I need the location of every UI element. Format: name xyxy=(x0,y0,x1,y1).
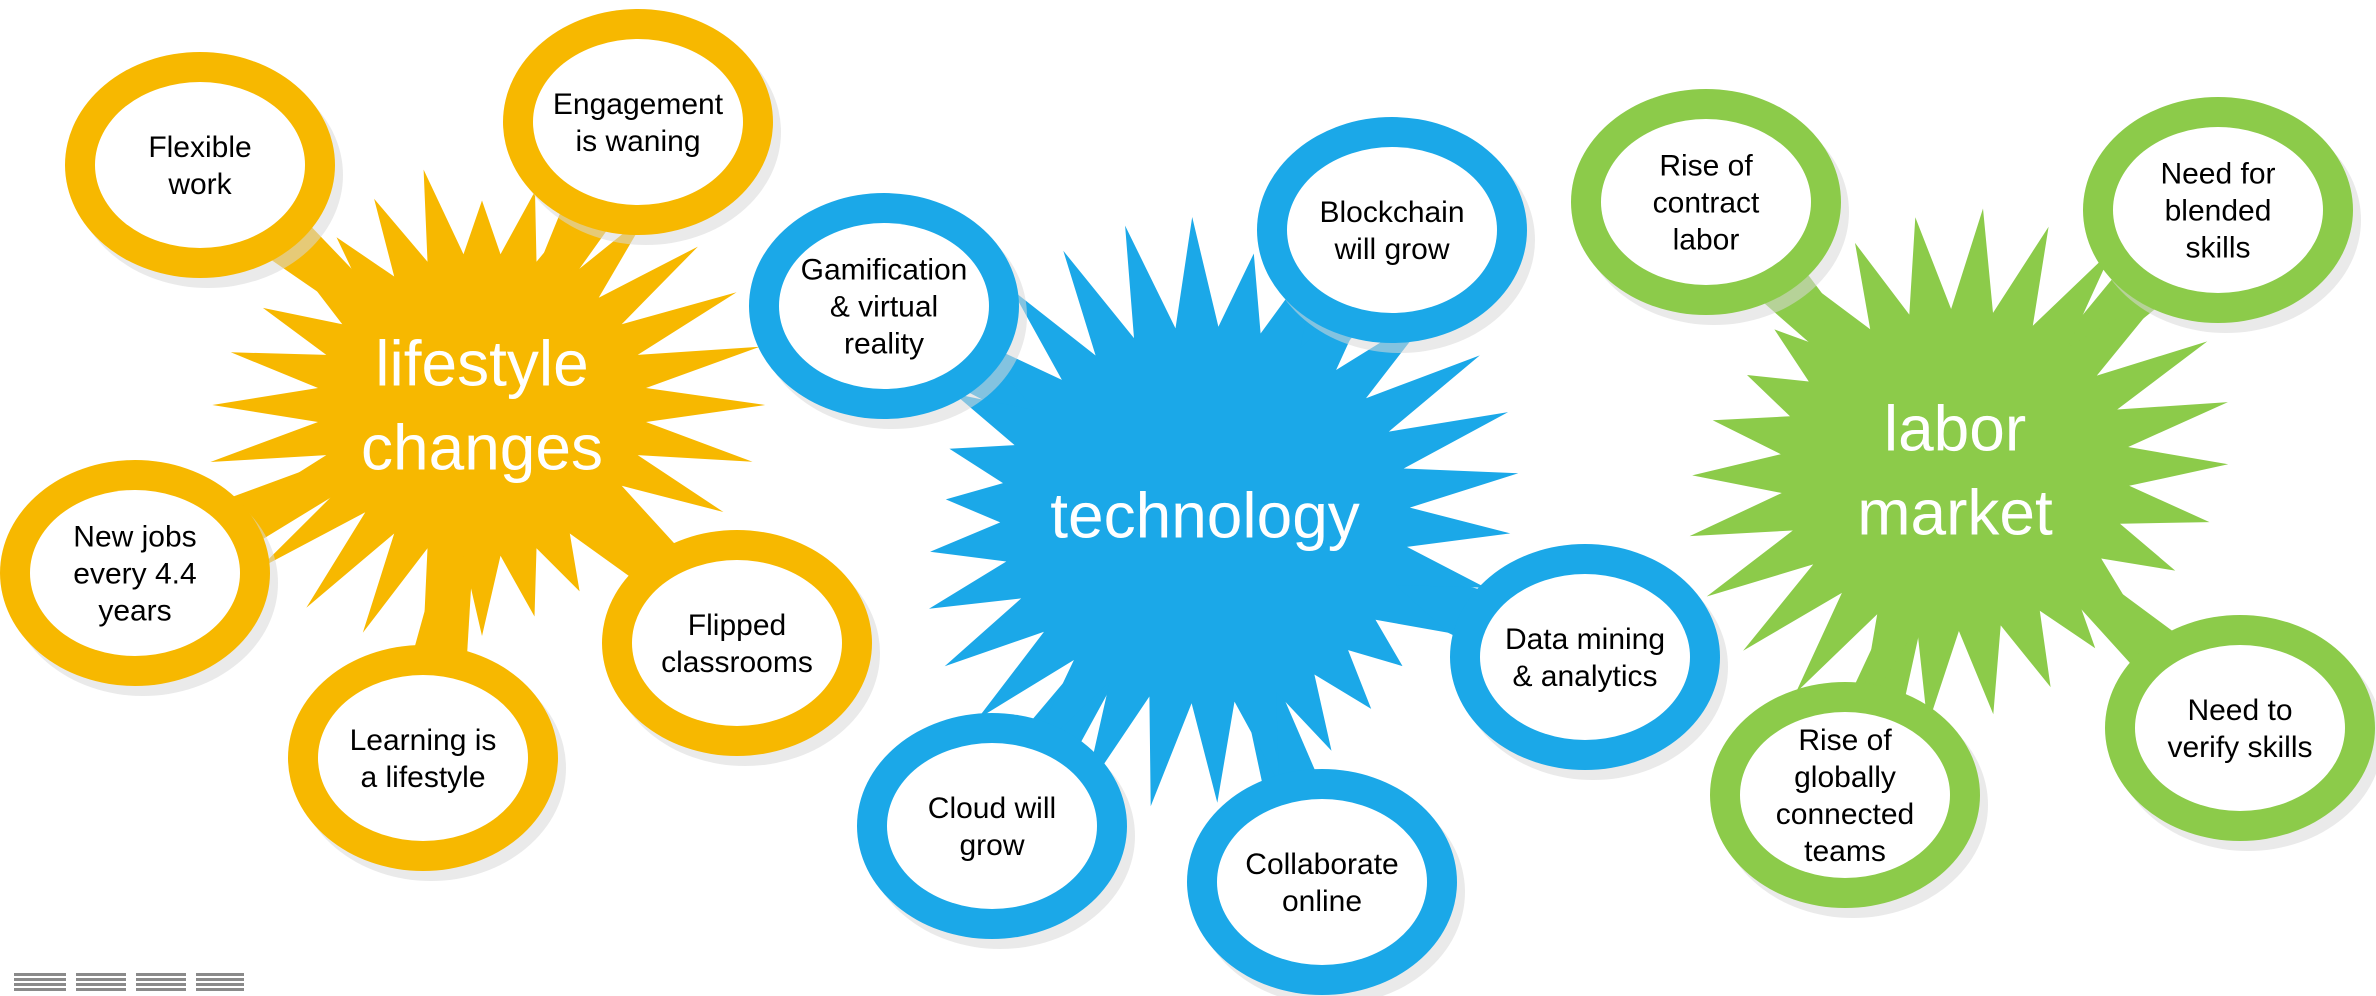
bubble-label-line: a lifestyle xyxy=(360,761,485,794)
logo-stripe xyxy=(196,978,244,981)
hub-label-labor: market xyxy=(1857,476,2053,548)
hub-label-labor: labor xyxy=(1884,392,2026,464)
bubble-inner xyxy=(318,675,528,841)
hub-label-lifestyle: changes xyxy=(361,411,603,483)
bubble-label-line: every 4.4 xyxy=(73,558,196,591)
bubble-label-line: skills xyxy=(2186,232,2251,265)
bubble-collaborate: Collaborate online xyxy=(1187,769,1465,996)
logo-stripe xyxy=(76,978,126,981)
hub-technology: technology xyxy=(929,217,1519,807)
bubble-inner xyxy=(2113,127,2323,293)
hub-label-technology: technology xyxy=(1050,479,1360,551)
bubble-label-line: Flexible xyxy=(148,131,251,164)
bubble-label-line: Need to xyxy=(2187,694,2292,727)
bubble-label-line: globally xyxy=(1794,761,1896,794)
logo-stripe xyxy=(196,973,244,976)
bubble-label-line: reality xyxy=(844,328,924,361)
logo-stripe xyxy=(76,973,126,976)
bubble-label-line: years xyxy=(98,595,171,628)
logo-stripe xyxy=(136,983,186,986)
bubble-label-line: grow xyxy=(959,829,1024,862)
bubble-cloud: Cloud will grow xyxy=(857,713,1135,949)
bubble-label-line: Rise of xyxy=(1659,150,1753,183)
bubble-engagement-waning: Engagement is waning xyxy=(503,9,781,245)
hubs-layer: lifestyle changes technology labor market xyxy=(210,169,2229,807)
bubble-inner xyxy=(95,82,305,248)
starburst-technology xyxy=(929,217,1519,807)
logo-stripe xyxy=(14,978,66,981)
bubble-inner xyxy=(30,490,240,656)
bubble-inner xyxy=(2135,645,2345,811)
bubble-inner xyxy=(533,39,743,205)
bubble-blockchain: Blockchain will grow xyxy=(1257,117,1535,353)
bubble-label-line: Engagement xyxy=(553,88,724,121)
bubble-inner xyxy=(1287,147,1497,313)
bubble-verify-skills: Need to verify skills xyxy=(2105,615,2376,851)
bubble-label-line: Learning is xyxy=(350,724,497,757)
bubble-label-line: will grow xyxy=(1333,233,1449,266)
bubble-label-line: contract xyxy=(1653,187,1760,220)
logo-stripe xyxy=(76,988,126,991)
bubble-label-line: & analytics xyxy=(1512,660,1657,693)
hub-label-lifestyle: lifestyle xyxy=(375,327,588,399)
logo-stripe xyxy=(196,983,244,986)
bubble-label-line: Blockchain xyxy=(1319,196,1464,229)
bubble-label-line: connected xyxy=(1776,798,1914,831)
bubble-data-mining: Data mining & analytics xyxy=(1450,544,1728,780)
logo-stripe xyxy=(196,988,244,991)
bubble-flipped-classrooms: Flipped classrooms xyxy=(602,530,880,766)
bubble-label-line: blended xyxy=(2165,195,2272,228)
hub-lifestyle: lifestyle changes xyxy=(210,169,766,643)
bubble-inner xyxy=(632,560,842,726)
bubble-inner xyxy=(1601,119,1811,285)
logo-stripe xyxy=(136,988,186,991)
bubble-inner xyxy=(1480,574,1690,740)
bubble-label-line: & virtual xyxy=(830,291,938,324)
bubble-label-line: verify skills xyxy=(2167,731,2312,764)
bubble-new-jobs: New jobs every 4.4 years xyxy=(0,460,278,696)
bubble-blended-skills: Need for blended skills xyxy=(2083,97,2361,333)
bubble-label-line: Cloud will xyxy=(928,792,1056,825)
bubble-global-teams: Rise of globally connected teams xyxy=(1710,682,1988,918)
bubble-label-line: work xyxy=(167,168,232,201)
bubble-label-line: teams xyxy=(1804,835,1886,868)
bubble-inner xyxy=(887,743,1097,909)
bubble-label-line: New jobs xyxy=(73,521,196,554)
logo-stripe xyxy=(76,983,126,986)
bubble-inner xyxy=(1217,799,1427,965)
bubble-contract-labor: Rise of contract labor xyxy=(1571,89,1849,325)
starburst-labor xyxy=(1689,208,2229,726)
logo-stripe xyxy=(14,988,66,991)
logo-stripe xyxy=(136,978,186,981)
bubble-inner xyxy=(1740,712,1950,878)
bubble-label-line: Data mining xyxy=(1505,623,1665,656)
logo-stripe xyxy=(14,973,66,976)
bubble-label-line: classrooms xyxy=(661,646,813,679)
bubble-label-line: is waning xyxy=(575,125,700,158)
bubble-gamification: Gamification & virtual reality xyxy=(749,193,1027,429)
bubble-label-line: Rise of xyxy=(1798,724,1892,757)
starburst-lifestyle xyxy=(210,169,766,643)
hub-labor: labor market xyxy=(1689,208,2229,726)
bubble-label-line: Collaborate xyxy=(1245,848,1398,881)
bubble-label-line: labor xyxy=(1673,224,1740,257)
bubble-label-line: Need for xyxy=(2160,158,2275,191)
bubble-learning-lifestyle: Learning is a lifestyle xyxy=(288,645,566,881)
logo-stripe xyxy=(136,973,186,976)
logo-stripe xyxy=(14,983,66,986)
bubble-label-line: Gamification xyxy=(801,254,968,287)
logo-mark xyxy=(14,973,244,991)
bubble-inner xyxy=(779,223,989,389)
bubble-flexible-work: Flexible work xyxy=(65,52,343,288)
bubble-label-line: online xyxy=(1282,885,1362,918)
bubble-label-line: Flipped xyxy=(688,609,786,642)
